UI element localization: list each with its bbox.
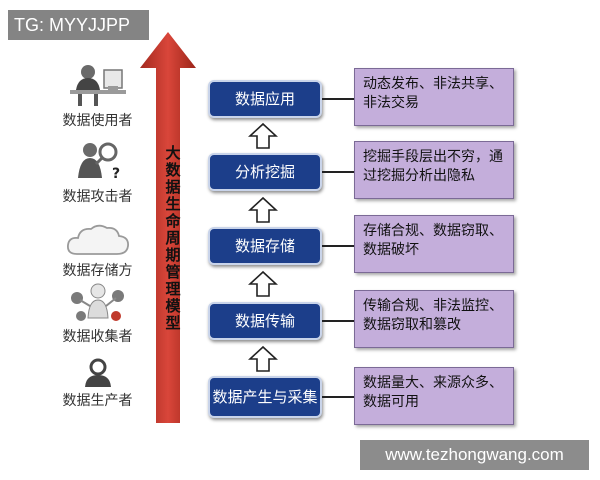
desc-analysis-mining: 挖掘手段层出不穷，通过挖掘分析出隐私: [354, 141, 514, 199]
connector-line: [322, 396, 356, 398]
attacker-magnifier-icon: ?: [77, 142, 120, 182]
person-silhouette-icon: [84, 358, 111, 387]
person-at-computer-icon: [69, 65, 126, 106]
svg-text:?: ?: [112, 166, 120, 182]
actor-data-storage: 数据存储方: [40, 222, 155, 280]
desc-data-storage: 存储合规、数据窃取、数据破坏: [354, 215, 514, 273]
connector-line: [322, 320, 356, 322]
stage-data-transmission: 数据传输: [208, 302, 322, 340]
connector-line: [322, 245, 356, 247]
actor-data-attacker: ? 数据攻击者: [40, 138, 155, 206]
desc-data-transmission: 传输合规、非法监控、数据窃取和篡改: [354, 290, 514, 348]
cloud-icon: [66, 224, 129, 255]
actor-data-collector: 数据收集者: [40, 282, 155, 346]
stage-data-application: 数据应用: [208, 80, 322, 118]
actor-label: 数据使用者: [62, 113, 133, 129]
up-arrow-icon: [248, 196, 278, 223]
actor-label: 数据生产者: [62, 393, 133, 409]
actor-label: 数据存储方: [62, 263, 133, 279]
actor-label: 数据收集者: [62, 329, 133, 345]
lifecycle-title: 大数据生命周期管理模型: [165, 144, 181, 332]
actor-data-producer: 数据生产者: [40, 358, 155, 410]
desc-data-application: 动态发布、非法共享、非法交易: [354, 68, 514, 126]
connector-line: [322, 171, 356, 173]
stage-data-storage: 数据存储: [208, 227, 322, 265]
collector-figure-icon: [70, 283, 124, 321]
watermark-top: TG: MYYJJPP: [8, 10, 149, 40]
connector-line: [322, 98, 356, 100]
watermark-bottom: www.tezhongwang.com: [360, 440, 589, 470]
actor-data-user: 数据使用者: [40, 62, 155, 130]
stage-data-generation: 数据产生与采集: [208, 376, 322, 418]
up-arrow-icon: [248, 122, 278, 149]
desc-data-generation: 数据量大、来源众多、数据可用: [354, 367, 514, 425]
lifecycle-arrow: [140, 32, 196, 423]
actor-label: 数据攻击者: [62, 189, 133, 205]
stage-analysis-mining: 分析挖掘: [208, 153, 322, 191]
up-arrow-icon: [248, 270, 278, 297]
up-arrow-icon: [248, 345, 278, 372]
